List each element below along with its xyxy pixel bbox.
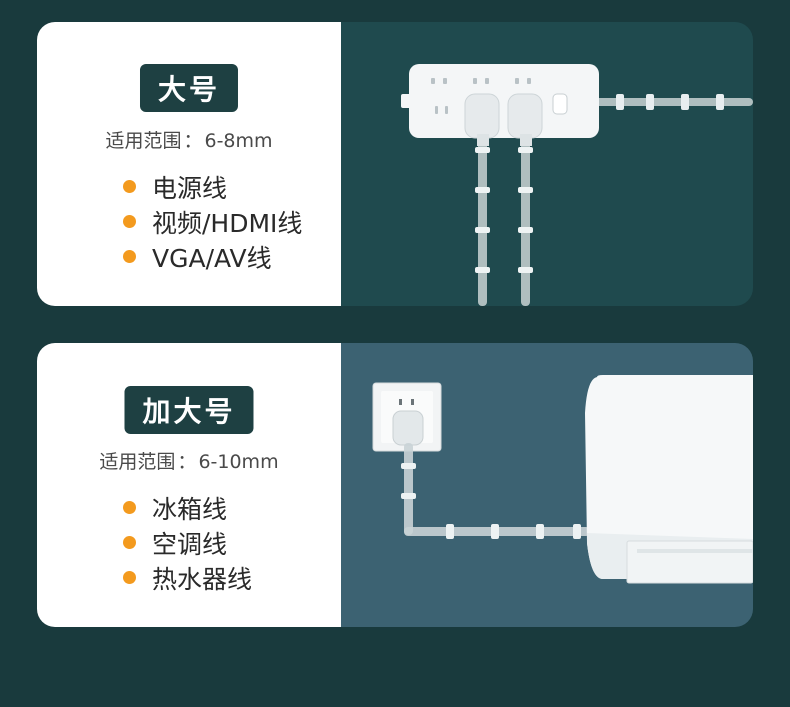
product-card-extra-large: 加大号 适用范围：6-10mm 冰箱线 空调线 热水器线 xyxy=(37,343,753,627)
air-conditioner-illustration xyxy=(372,375,753,584)
list-item: 冰箱线 xyxy=(123,490,252,525)
card-info-panel: 大号 适用范围：6-8mm 电源线 视频/HDMI线 VGA/AV线 xyxy=(37,22,341,306)
bullet-icon xyxy=(123,215,136,228)
list-item: 视频/HDMI线 xyxy=(123,204,302,239)
use-label: 视频/HDMI线 xyxy=(152,208,303,238)
bullet-icon xyxy=(123,571,136,584)
bullet-icon xyxy=(123,250,136,263)
use-list: 电源线 视频/HDMI线 VGA/AV线 xyxy=(123,169,302,274)
range-line: 适用范围：6-10mm xyxy=(99,451,279,473)
product-card-large: 大号 适用范围：6-8mm 电源线 视频/HDMI线 VGA/AV线 xyxy=(37,22,753,306)
range-value: 6-10mm xyxy=(198,451,279,473)
list-item: 电源线 xyxy=(123,169,302,204)
list-item: 热水器线 xyxy=(123,560,252,595)
use-label: 电源线 xyxy=(152,173,228,203)
card-info-panel: 加大号 适用范围：6-10mm 冰箱线 空调线 热水器线 xyxy=(37,343,341,627)
bullet-icon xyxy=(123,536,136,549)
list-item: 空调线 xyxy=(123,525,252,560)
size-badge: 加大号 xyxy=(124,386,254,434)
list-item: VGA/AV线 xyxy=(123,239,302,274)
range-line: 适用范围：6-8mm xyxy=(105,130,273,152)
use-label: 热水器线 xyxy=(152,564,253,594)
use-label: VGA/AV线 xyxy=(152,243,272,273)
use-label: 空调线 xyxy=(152,529,228,559)
range-label: 适用范围 xyxy=(105,130,182,152)
product-photo-power-strip xyxy=(341,22,753,306)
use-label: 冰箱线 xyxy=(152,494,228,524)
product-photo-air-conditioner xyxy=(341,343,753,627)
range-label: 适用范围 xyxy=(99,451,176,473)
range-value: 6-8mm xyxy=(204,130,273,152)
size-badge: 大号 xyxy=(139,64,239,112)
bullet-icon xyxy=(123,501,136,514)
power-strip-illustration xyxy=(401,64,753,306)
bullet-icon xyxy=(123,180,136,193)
use-list: 冰箱线 空调线 热水器线 xyxy=(123,490,252,595)
